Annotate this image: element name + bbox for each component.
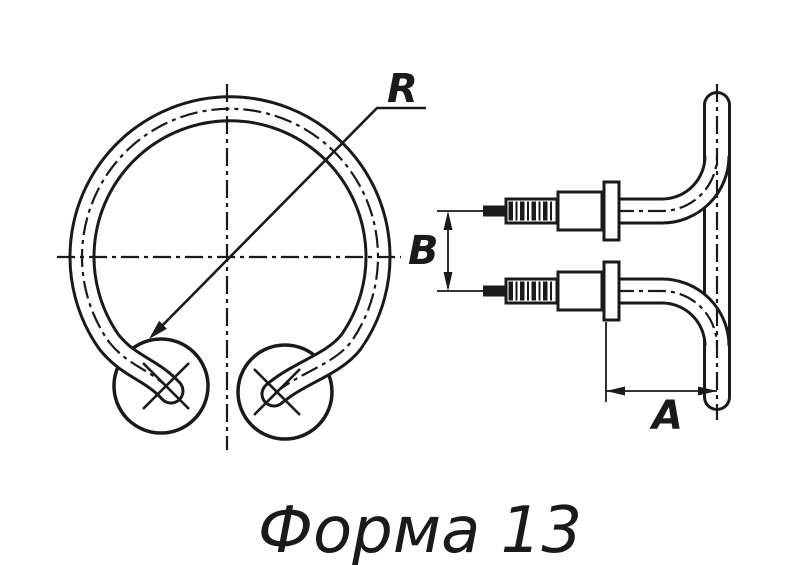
radius-leader-line: [151, 106, 426, 337]
a-arrow-left: [606, 386, 625, 396]
contact-cross-right: [253, 368, 301, 416]
element-side-view: B A: [408, 84, 731, 439]
b-label: B: [408, 228, 439, 274]
contact-cross-left: [142, 362, 190, 410]
contact-pin-upper: [483, 205, 507, 217]
ring-front-view: R: [57, 66, 426, 450]
upper-terminal-assembly: [483, 180, 621, 242]
insulator-body-lower: [556, 270, 604, 312]
b-arrow-up: [443, 211, 453, 230]
cross-stroke: [253, 368, 301, 416]
b-arrow-down: [443, 272, 453, 291]
a-arrow-right: [698, 386, 717, 396]
contact-pin-lower: [483, 285, 507, 297]
thread-hatching-upper: [508, 201, 552, 221]
flange-upper: [602, 180, 621, 242]
insulator-body-upper: [556, 190, 604, 232]
lower-terminal-centerline: [552, 289, 719, 347]
cross-stroke: [142, 362, 190, 410]
radius-label: R: [387, 66, 418, 112]
flange-lower: [602, 260, 621, 322]
dimension-b: B: [408, 210, 484, 292]
ring-tube-centerline: [80, 107, 380, 395]
dimension-a: A: [605, 322, 717, 439]
drawing-caption: Форма 13: [258, 494, 582, 565]
upper-terminal-centerline: [552, 155, 719, 213]
radius-dimension: R: [149, 66, 426, 339]
thread-hatching-lower: [508, 281, 552, 301]
a-label: A: [649, 393, 683, 439]
radius-arrowhead: [149, 320, 167, 339]
lower-terminal-assembly: [483, 260, 621, 322]
